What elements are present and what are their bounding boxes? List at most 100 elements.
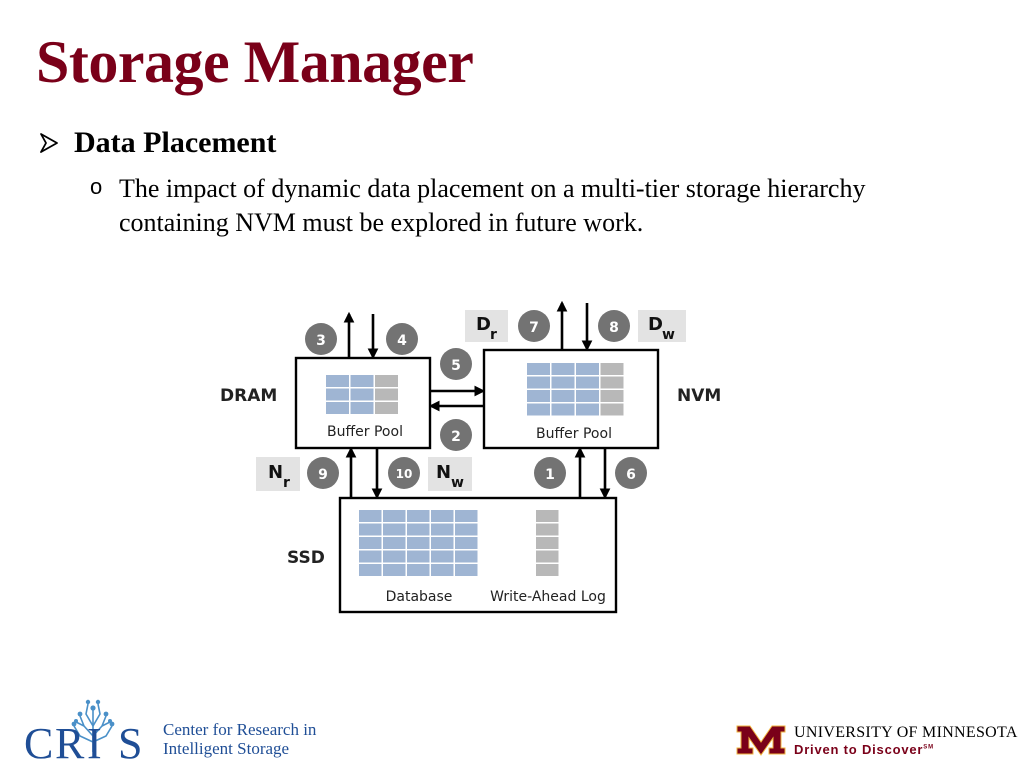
grid-cell: [576, 363, 599, 375]
umn-tagline-row: Driven to DiscoverSM: [794, 742, 1018, 757]
slide-title: Storage Manager: [36, 29, 474, 95]
grid-cell: [455, 550, 478, 563]
grid-cell: [600, 363, 624, 375]
step-circle-7: 7: [518, 310, 550, 342]
grid-cell: [350, 375, 374, 387]
ssd-label: SSD: [287, 548, 325, 568]
grid-cell: [431, 537, 454, 549]
dram-label: DRAM: [220, 386, 277, 406]
step-10-label: 10: [396, 467, 413, 481]
grid-cell: [326, 402, 349, 414]
dram-buffer-pool-label: Buffer Pool: [327, 424, 403, 440]
umn-m-logo-icon: [736, 725, 786, 756]
grid-cell: [431, 510, 454, 522]
grid-cell: [350, 402, 374, 414]
grid-cell: [527, 376, 550, 389]
grid-cell: [551, 363, 575, 375]
cris-name: Center for Research in Intelligent Stora…: [163, 720, 316, 758]
step-4-label: 4: [397, 333, 407, 349]
step-circle-1: 1: [534, 457, 566, 489]
step-circle-2: 2: [440, 419, 472, 451]
step-2-label: 2: [451, 429, 461, 445]
grid-cell: [536, 550, 559, 563]
write-ahead-log-label: Write-Ahead Log: [490, 589, 606, 605]
dram-buffer-pool-grid: [326, 375, 398, 414]
grid-cell: [350, 388, 374, 401]
tag-n-w: N w: [428, 457, 472, 491]
nvm-buffer-pool-grid: [527, 363, 624, 416]
bullet-data-placement: Data Placement: [38, 126, 276, 160]
database-grid: [359, 510, 478, 576]
grid-cell: [551, 403, 575, 416]
tag-d-w-main: D: [648, 314, 663, 335]
cris-letter-i: I: [87, 719, 102, 764]
step-circle-6: 6: [615, 457, 647, 489]
grid-cell: [576, 376, 599, 389]
cris-name-line-1: Center for Research in: [163, 720, 317, 739]
umn-logo-group: UNIVERSITY OF MINNESOTA Driven to Discov…: [736, 722, 1018, 758]
sub-bullet-line-1: The impact of dynamic data placement on …: [119, 174, 866, 203]
tag-d-r: D r: [465, 310, 508, 343]
sub-bullet: o The impact of dynamic data placement o…: [90, 172, 970, 240]
grid-cell: [326, 375, 349, 387]
cris-letter-r: R: [55, 719, 85, 764]
grid-cell: [455, 510, 478, 522]
cris-logo-group: C R I S Center for Research in Intellige…: [24, 696, 316, 764]
cris-letter-s: S: [118, 719, 142, 764]
circle-bullet-icon: o: [90, 174, 103, 199]
grid-cell: [383, 523, 406, 536]
step-3-label: 3: [316, 333, 326, 349]
tag-n-r-sub: r: [283, 475, 290, 491]
step-5-label: 5: [451, 358, 461, 374]
grid-cell: [527, 363, 550, 375]
grid-cell: [600, 376, 624, 389]
grid-cell: [551, 390, 575, 402]
sub-bullet-line-2: containing NVM must be explored in futur…: [119, 208, 644, 237]
grid-cell: [600, 390, 624, 402]
bullet-heading: Data Placement: [74, 126, 277, 159]
step-circle-3: 3: [305, 323, 337, 355]
arrowhead-bullet-icon: [40, 133, 58, 153]
umn-service-mark: SM: [923, 744, 934, 751]
grid-cell: [359, 550, 382, 563]
grid-cell: [375, 402, 398, 414]
tag-n-w-main: N: [436, 462, 451, 483]
grid-cell: [455, 564, 478, 576]
grid-cell: [576, 390, 599, 402]
grid-cell: [536, 510, 559, 522]
tag-n-r-main: N: [268, 462, 283, 483]
grid-cell: [407, 564, 430, 576]
tag-d-w-sub: w: [662, 327, 675, 343]
grid-cell: [600, 403, 624, 416]
step-9-label: 9: [318, 467, 328, 483]
grid-cell: [383, 564, 406, 576]
grid-cell: [536, 564, 559, 576]
grid-cell: [407, 537, 430, 549]
grid-cell: [551, 376, 575, 389]
step-circle-10: 10: [388, 457, 420, 489]
tag-n-w-sub: w: [451, 475, 464, 491]
grid-cell: [536, 523, 559, 536]
cris-name-line-2: Intelligent Storage: [163, 739, 290, 758]
grid-cell: [359, 523, 382, 536]
grid-cell: [431, 523, 454, 536]
grid-cell: [455, 537, 478, 549]
storage-hierarchy-diagram: DRAM NVM SSD Buffer Pool Buffer Pool Dat…: [200, 295, 740, 625]
step-circle-8: 8: [598, 310, 630, 342]
step-1-label: 1: [545, 467, 555, 483]
umn-tagline: Driven to Discover: [794, 741, 924, 757]
grid-cell: [527, 390, 550, 402]
step-8-label: 8: [609, 320, 619, 336]
tag-d-r-sub: r: [490, 327, 497, 343]
umn-wordmark: UNIVERSITY OF MINNESOTA Driven to Discov…: [794, 724, 1018, 757]
cris-letter-c: C: [24, 719, 53, 764]
step-7-label: 7: [529, 320, 539, 336]
step-6-label: 6: [626, 467, 636, 483]
grid-cell: [359, 564, 382, 576]
grid-cell: [326, 388, 349, 401]
diagram-svg: DRAM NVM SSD Buffer Pool Buffer Pool Dat…: [220, 300, 721, 614]
tag-d-r-main: D: [476, 314, 491, 335]
grid-cell: [383, 537, 406, 549]
grid-cell: [407, 550, 430, 563]
write-ahead-log-grid: [536, 510, 559, 576]
